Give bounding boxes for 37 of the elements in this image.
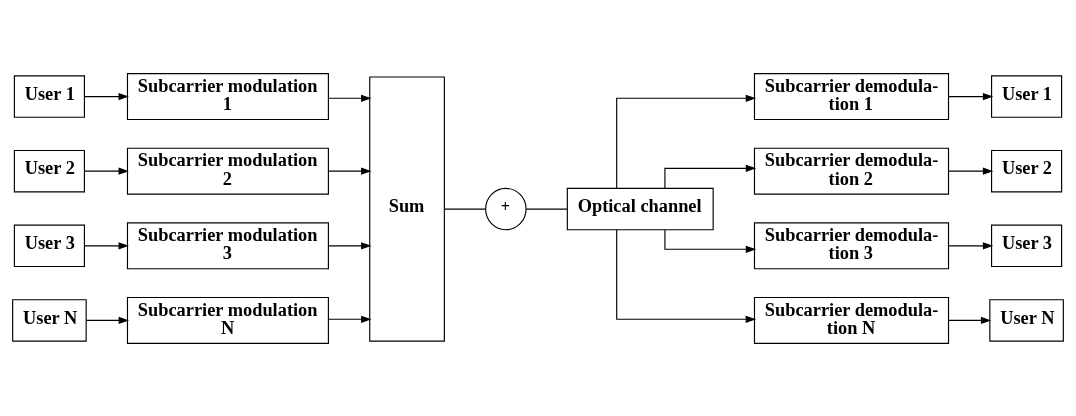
node-box: User 1 <box>13 74 85 118</box>
arrow <box>84 92 129 100</box>
node-box: Subcarrier modulation N <box>126 296 329 344</box>
arrow <box>84 167 129 175</box>
node-box: User 3 <box>991 224 1063 267</box>
node-box: Sum <box>369 75 445 342</box>
node-box: User 1 <box>991 74 1063 118</box>
arrow <box>948 316 992 324</box>
arrow <box>664 229 757 253</box>
arrow <box>948 241 994 249</box>
arrow <box>84 241 129 249</box>
node-box: User N <box>989 298 1064 342</box>
arrow <box>664 164 757 189</box>
node-box: Subcarrier demodula- tion 1 <box>753 72 950 120</box>
node-box: Subcarrier modulation 3 <box>126 221 329 269</box>
arrow <box>327 94 372 102</box>
arrow <box>616 94 757 189</box>
node-box: Subcarrier demodula- tion N <box>753 296 950 344</box>
arrow <box>327 241 372 249</box>
node-box: Subcarrier demodula- tion 3 <box>753 221 950 269</box>
node-box: Subcarrier modulation 2 <box>126 147 329 195</box>
node-box: User 3 <box>13 224 85 267</box>
arrow <box>327 315 372 323</box>
node-box: User 2 <box>991 149 1063 192</box>
node-box: Subcarrier demodula- tion 2 <box>753 147 950 195</box>
node-box: User N <box>12 298 87 342</box>
node-box: Optical channel <box>566 187 714 230</box>
arrow <box>948 167 994 175</box>
arrow <box>616 228 757 323</box>
connector <box>443 208 487 210</box>
node-box: User 2 <box>13 149 85 192</box>
connector <box>525 208 568 210</box>
node-circle: + <box>485 187 527 230</box>
arrow <box>85 316 129 324</box>
node-box: Subcarrier modulation 1 <box>126 72 329 120</box>
arrow <box>948 92 994 100</box>
arrow <box>327 167 372 175</box>
